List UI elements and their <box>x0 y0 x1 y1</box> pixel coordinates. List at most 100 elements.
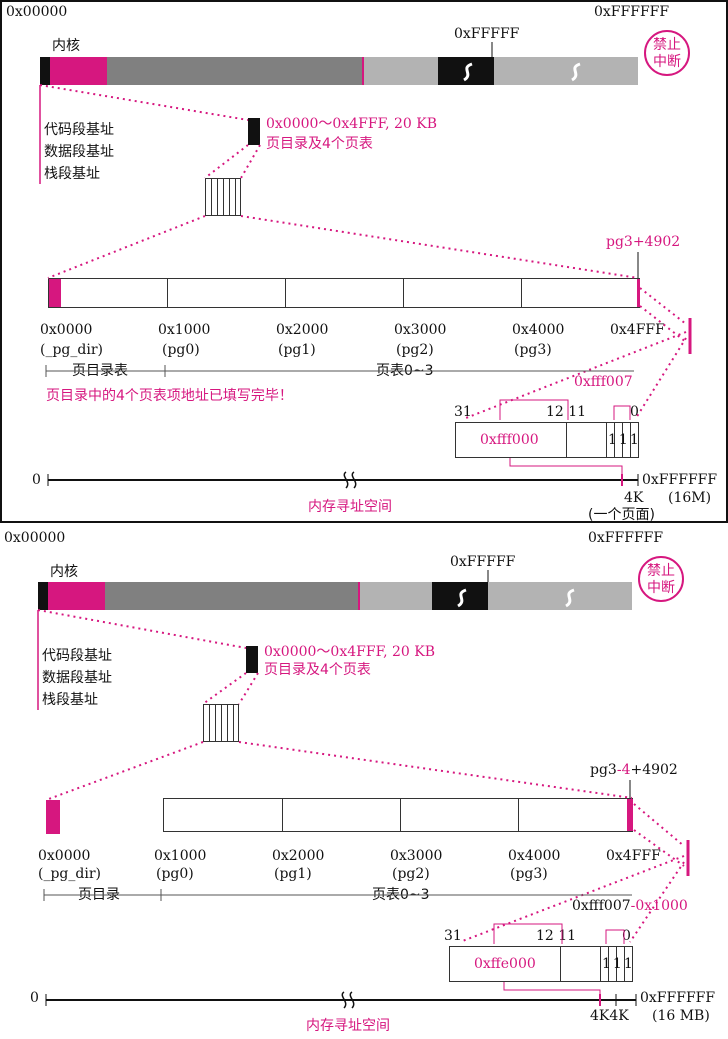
addr-0x3000: 0x3000 <box>390 848 443 864</box>
entry-avail-field <box>566 423 607 457</box>
mem-4k-label: 4K4K <box>590 1008 629 1024</box>
bit-12-11-label: 12 11 <box>536 928 577 944</box>
mem-4k-label: 4K <box>624 490 644 506</box>
bar-segment-black <box>40 57 50 85</box>
pg3-offset-label: pg3+4902 <box>606 234 681 250</box>
pagedir-range: 0x0000～0x4FFF, 20 KB <box>266 116 438 132</box>
name-pg1: (pg1) <box>278 342 316 358</box>
entry-addr-value: 0xffe000 <box>474 956 536 972</box>
name-pg-dir: (_pg_dir) <box>40 342 103 358</box>
mem-size-label: (16 MB) <box>652 1008 710 1024</box>
bit-31-label: 31 <box>454 404 472 420</box>
pagedir-range: 0x0000～0x4FFF, 20 KB <box>264 644 436 660</box>
pagedir-block <box>248 118 260 145</box>
addr-0x4fff: 0x4FFF <box>606 848 661 864</box>
kernel-label: 内核 <box>50 564 78 580</box>
mem-start-label: 0 <box>32 472 41 488</box>
addr-0x4fff: 0x4FFF <box>610 322 665 338</box>
addr-1mb-label: 0xFFFFF <box>450 554 516 570</box>
bit-0-label: 0 <box>622 928 631 944</box>
bar-segment-dark-gray <box>107 57 362 85</box>
pg3-offset-label: pg3-4+4902 <box>590 762 678 778</box>
entry-flag-cell <box>600 947 609 981</box>
entry-avail-field <box>560 947 601 981</box>
stack-seg-base: 栈段基址 <box>42 692 98 708</box>
mem-end-label: 0xFFFFFF <box>640 990 716 1006</box>
bit-12-11-label: 12 11 <box>546 404 587 420</box>
cell-divider <box>284 279 286 307</box>
code-seg-base: 代码段基址 <box>44 122 114 138</box>
addr-0x0000: 0x0000 <box>38 848 91 864</box>
no-interrupt-line1: 禁止 <box>653 37 681 53</box>
bit-31-label: 31 <box>444 928 462 944</box>
pagetable-row <box>163 798 633 832</box>
pgdir-cell-marker <box>49 279 61 307</box>
entry-flags-value: 111 <box>602 956 635 972</box>
pg3-minus: -4 <box>616 762 631 778</box>
addr-start-label: 0x00000 <box>4 530 66 546</box>
bar-segment-black <box>38 582 48 610</box>
addr-start-label: 0x00000 <box>6 4 68 20</box>
stack-seg-base: 栈段基址 <box>44 166 100 182</box>
addr-0x2000: 0x2000 <box>276 322 329 338</box>
entry-value-base: 0xfff007 <box>572 898 631 914</box>
no-interrupt-line2: 中断 <box>647 580 675 596</box>
name-pg3: (pg3) <box>510 866 548 882</box>
bar-segment-light-gray <box>364 57 438 85</box>
code-seg-base: 代码段基址 <box>42 648 112 664</box>
bottom-diagram-panel: 0x00000 0xFFFFF 0xFFFFFF 内核 禁止 中断 代码段基址 … <box>0 524 728 1039</box>
name-pg1: (pg1) <box>274 866 312 882</box>
top-diagram-panel: 0x00000 0xFFFFF 0xFFFFFF 内核 禁止 中断 代码段基址 … <box>0 0 728 523</box>
pg3-prefix: pg3 <box>590 762 617 778</box>
addr-0x4000: 0x4000 <box>508 848 561 864</box>
entry-addr-value: 0xfff000 <box>480 432 539 448</box>
top-connector-lines <box>39 42 692 489</box>
filled-note: 页目录中的4个页表项地址已填写完毕！ <box>46 388 293 404</box>
addr-0x2000: 0x2000 <box>272 848 325 864</box>
pagetable-mini-block <box>203 704 239 742</box>
entry-addr-field <box>450 947 561 981</box>
data-seg-base: 数据段基址 <box>42 670 112 686</box>
mem-end-label: 0xFFFFFF <box>642 472 718 488</box>
bar-segment-kernel <box>50 57 107 85</box>
pg3-suffix: +4902 <box>630 762 678 778</box>
bottom-connector-lines <box>37 570 690 1009</box>
bar-segment-dark-gray <box>105 582 358 610</box>
no-interrupt-line1: 禁止 <box>647 563 675 579</box>
name-pg0: (pg0) <box>162 342 200 358</box>
entry-addr-field <box>456 423 567 457</box>
pagetable-row <box>48 278 640 308</box>
no-interrupt-line2: 中断 <box>653 54 681 70</box>
pg3-marker <box>637 279 640 307</box>
entry-flag-cell <box>606 423 615 457</box>
entry-flag-cell <box>616 947 625 981</box>
bar-segment-light-gray-2 <box>494 57 638 85</box>
cell-divider <box>520 279 522 307</box>
pagedir-desc: 页目录及4个页表 <box>264 662 371 678</box>
addr-end-label: 0xFFFFFF <box>588 530 664 546</box>
cell-divider <box>402 279 404 307</box>
bit-0-label: 0 <box>630 404 639 420</box>
name-pg0: (pg0) <box>156 866 194 882</box>
cell-divider <box>281 799 283 831</box>
entry-flag-cell <box>614 423 623 457</box>
addr-end-label: 0xFFFFFF <box>594 4 670 20</box>
bar-segment-light-gray-2 <box>488 582 632 610</box>
data-seg-base: 数据段基址 <box>44 144 114 160</box>
addr-0x3000: 0x3000 <box>394 322 447 338</box>
bar-segment-kernel <box>48 582 105 610</box>
entry-value: 0xfff007 <box>574 374 633 390</box>
pgdir-cell-marker <box>46 800 60 834</box>
entry-flag-cell <box>622 423 631 457</box>
pagetable-mini-block <box>205 178 241 216</box>
entry-value-minus: -0x1000 <box>630 898 688 914</box>
bar-segment-marker <box>362 57 364 85</box>
name-pg3: (pg3) <box>514 342 552 358</box>
name-pg2: (pg2) <box>392 866 430 882</box>
addr-0x1000: 0x1000 <box>154 848 207 864</box>
cell-divider <box>399 799 401 831</box>
entry-flag-cell <box>608 947 617 981</box>
pg3-marker <box>627 799 633 831</box>
mem-space-label: 内存寻址空间 <box>306 1018 390 1034</box>
cell-divider <box>517 799 519 831</box>
